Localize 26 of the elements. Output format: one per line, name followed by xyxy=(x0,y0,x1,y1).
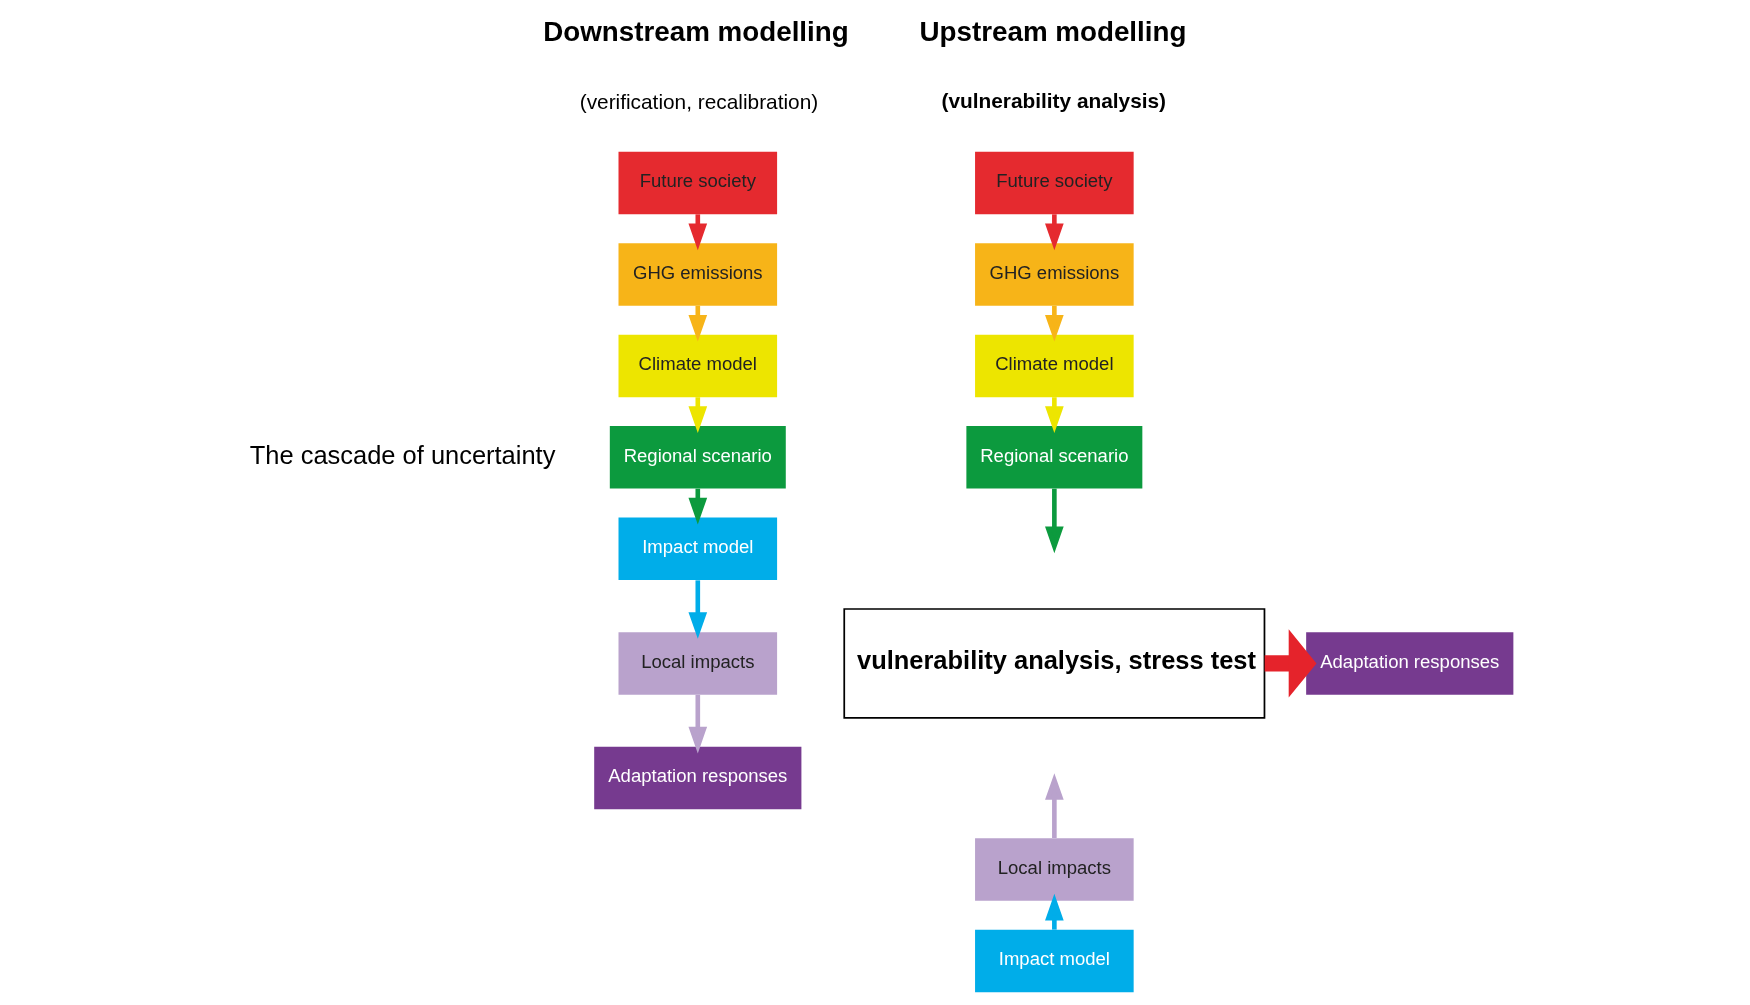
node-box: Climate model xyxy=(974,334,1134,398)
node-box: vulnerability analysis, stress test xyxy=(842,608,1265,719)
arrow xyxy=(687,694,707,754)
node-box: Regional scenario xyxy=(609,426,786,489)
label: Upstream modelling xyxy=(918,15,1186,47)
node-box: Local impacts xyxy=(974,838,1134,901)
arrow xyxy=(687,580,707,639)
node-box: Adaptation responses xyxy=(593,746,801,810)
label: (vulnerability analysis) xyxy=(940,89,1166,113)
node-box: GHG emissions xyxy=(618,243,777,306)
label: Downstream modelling xyxy=(542,15,849,47)
node-box: Local impacts xyxy=(618,632,777,695)
node-box: GHG emissions xyxy=(974,243,1134,306)
node-box: Impact model xyxy=(618,517,777,581)
arrow xyxy=(1044,773,1064,838)
node-box: Future society xyxy=(974,151,1134,215)
arrow xyxy=(1044,893,1064,930)
node-box: Climate model xyxy=(618,334,777,398)
arrow xyxy=(1264,629,1317,698)
node-box: Future society xyxy=(618,151,777,215)
label: The cascade of uncertainty xyxy=(249,440,555,469)
arrow xyxy=(1044,488,1064,554)
node-box: Impact model xyxy=(974,929,1134,993)
node-box: Adaptation responses xyxy=(1305,632,1513,695)
node-box: Regional scenario xyxy=(965,426,1142,489)
label: (verification, recalibration) xyxy=(579,90,818,114)
